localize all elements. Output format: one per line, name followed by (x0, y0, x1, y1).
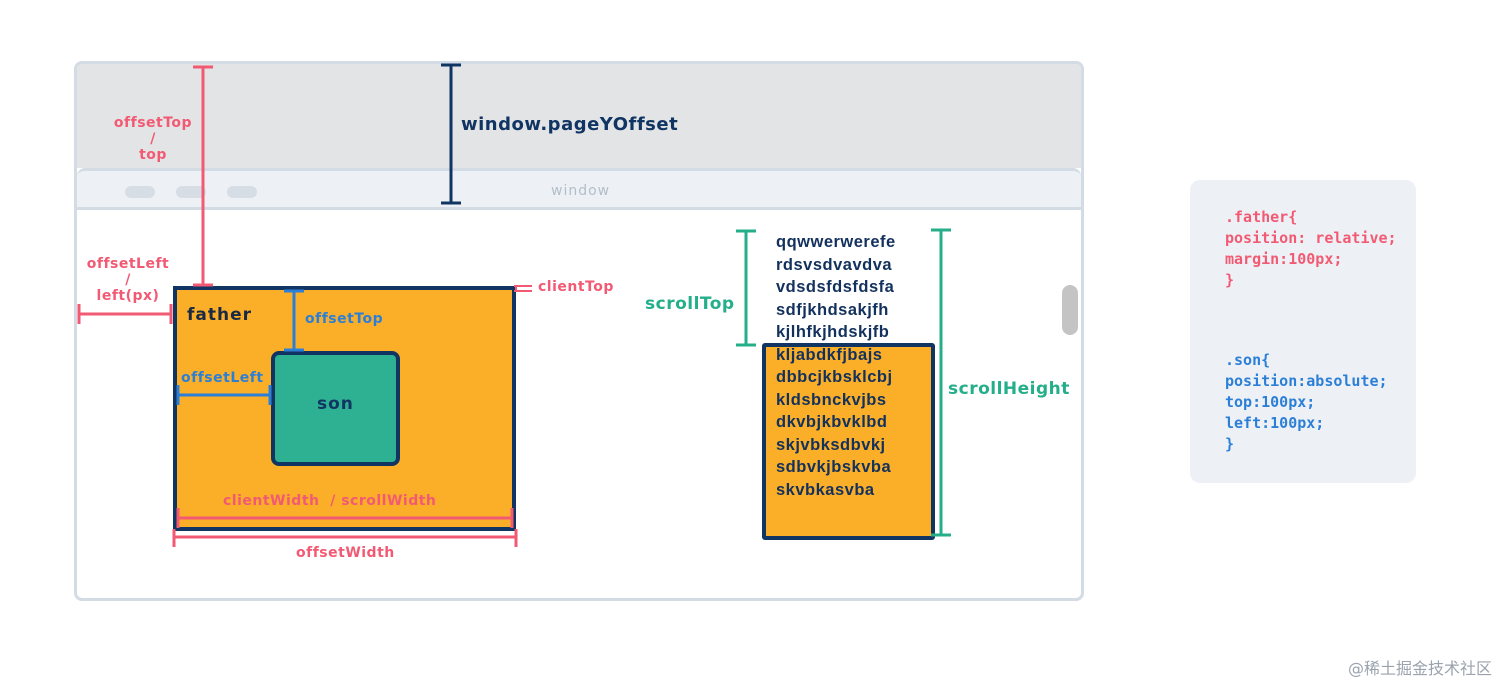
css-code-card: .father{ position: relative; margin:100p… (1190, 180, 1416, 483)
code-line: .son{ (1225, 351, 1271, 369)
offset-width-label: offsetWidth (296, 545, 395, 561)
code-line: top:100px; (1225, 393, 1316, 411)
code-line: position:absolute; (1225, 372, 1388, 390)
scroll-text-line: kldsbnckvjbs (776, 390, 887, 409)
scroll-container-box (762, 343, 935, 540)
outer-offset-top-label-line2: top (139, 147, 167, 163)
scroll-text-line: skvbkasvba (776, 480, 875, 499)
scroll-text-line: skjvbksdbvkj (776, 435, 886, 454)
scroll-text-line: qqwwerwerefe (776, 233, 896, 251)
outer-offset-left-marker (77, 304, 173, 324)
scroll-height-label: scrollHeight (948, 379, 1070, 399)
inner-offset-left-marker (176, 385, 272, 405)
offset-width-marker (172, 529, 518, 547)
scroll-text-line: dbbcjkbsklcbj (776, 368, 893, 386)
son-label: son (317, 394, 354, 414)
outer-offset-top-label: offsetTop / top (113, 115, 193, 163)
scroll-text-line: kljabdkfjbajs (776, 345, 883, 364)
window-dot-2 (176, 186, 206, 198)
scroll-top-label: scrollTop (645, 294, 735, 314)
outer-offset-top-marker (193, 65, 213, 287)
scroll-text-line: vdsdsfdsfdsfa (776, 278, 895, 296)
code-line: left:100px; (1225, 414, 1325, 432)
scrollbar-thumb[interactable] (1062, 285, 1078, 335)
client-width-label: clientWidth / scrollWidth (223, 493, 437, 509)
scrolled-page-area (77, 64, 1081, 168)
watermark: @稀土掘金技术社区 (1347, 659, 1492, 678)
scroll-text-line: sdbvkjbskvba (776, 458, 892, 476)
outer-offset-left-label-line2: left(px) (96, 288, 160, 304)
client-top-label: clientTop (538, 279, 614, 295)
client-top-marker (514, 285, 532, 292)
son-css-block: .son{ position:absolute; top:100px; left… (1225, 350, 1388, 455)
inner-offset-left-label: offsetLeft (181, 370, 264, 386)
scroll-height-marker (931, 228, 951, 537)
browser-title-bar: window (77, 168, 1081, 210)
father-css-block: .father{ position: relative; margin:100p… (1225, 207, 1397, 291)
code-line: } (1225, 435, 1235, 453)
inner-offset-top-label: offsetTop (305, 311, 384, 327)
code-line: position: relative; (1225, 229, 1397, 247)
outer-offset-left-label: offsetLeft / left(px) (82, 256, 174, 304)
window-dot-1 (125, 186, 155, 198)
outer-offset-top-label-line1: offsetTop (113, 115, 193, 131)
scroll-text-line: kjlhfkjhdskjfb (776, 323, 890, 341)
outer-offset-left-label-line1: offsetLeft (86, 256, 170, 272)
son-box (271, 351, 400, 466)
code-line: } (1225, 271, 1235, 289)
page-y-offset-label: window.pageYOffset (461, 114, 679, 135)
outer-offset-left-label-slash: / (125, 272, 131, 288)
outer-offset-top-label-slash: / (150, 131, 156, 147)
scroll-text-line: rdsvsdvavdva (776, 255, 893, 274)
window-label: window (551, 183, 611, 199)
scroll-top-marker (736, 229, 756, 347)
client-width-marker (176, 508, 514, 528)
scroll-text-line: sdfjkhdsakjfh (776, 300, 889, 319)
inner-offset-top-marker (284, 289, 304, 352)
page-y-offset-marker (441, 63, 461, 205)
code-line: .father{ (1225, 208, 1298, 226)
father-label: father (187, 305, 253, 325)
code-line: margin:100px; (1225, 250, 1343, 268)
window-dot-3 (227, 186, 257, 198)
scroll-text-line: dkvbjkbvklbd (776, 413, 888, 431)
scroll-content-text: qqwwerwerefe rdsvsdvavdva vdsdsfdsfdsfa … (776, 231, 936, 501)
